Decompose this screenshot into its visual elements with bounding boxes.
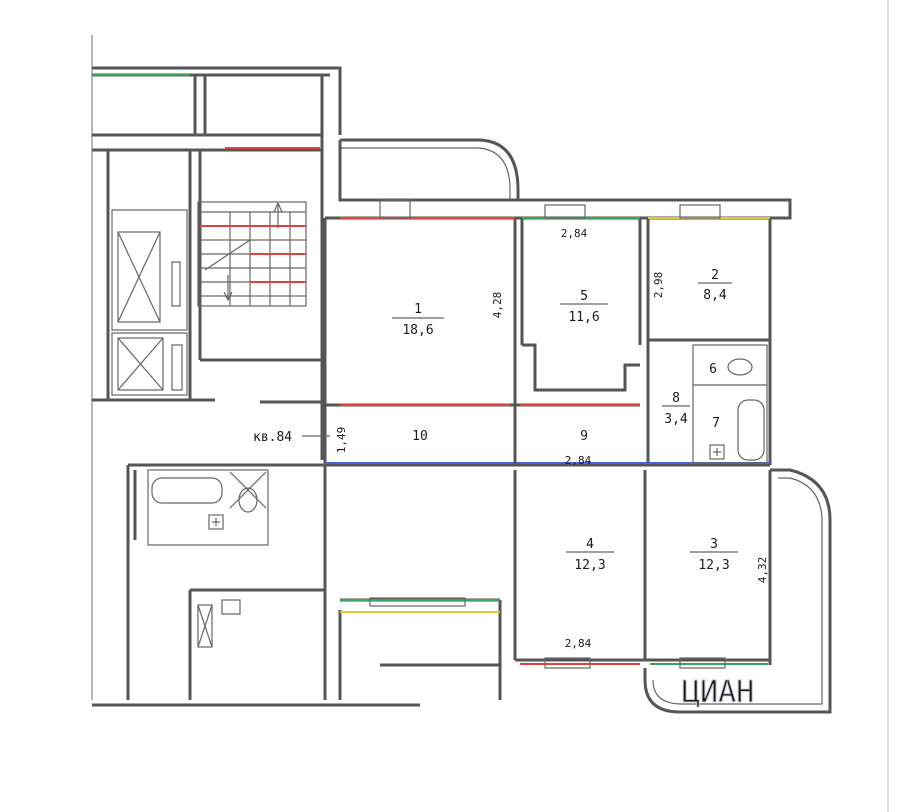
window (679, 204, 721, 219)
dimension-corridor-height: 1,49 (335, 427, 348, 454)
room-3-label: 3 12,3 (690, 537, 738, 573)
dimension-room2-length: 2,98 (652, 272, 665, 299)
room-4-area: 12,3 (574, 558, 605, 573)
room-3-number: 3 (710, 537, 718, 552)
room-5-label: 5 11,6 (560, 289, 608, 325)
staircase (197, 201, 307, 307)
room-1-number: 1 (414, 302, 422, 317)
room-7-number: 7 (712, 416, 720, 431)
dimension-room5-width: 2,84 (561, 227, 588, 240)
window (679, 657, 726, 669)
room-4-number: 4 (586, 537, 594, 552)
elevator-shaft-1 (111, 209, 188, 331)
window (369, 597, 466, 607)
dimension-room4-width: 2,84 (565, 637, 592, 650)
stair-elevator-block (92, 66, 342, 460)
room-1-label: 1 18,6 (392, 302, 444, 338)
elevator-shaft-2 (111, 332, 188, 396)
room-5-area: 11,6 (568, 310, 599, 325)
room-2-number: 2 (711, 268, 719, 283)
room-8-label: 8 3,4 (662, 391, 690, 427)
room-3-area: 12,3 (698, 558, 729, 573)
apartment-label: кв.84 (253, 430, 292, 445)
room-5-number: 5 (580, 289, 588, 304)
room-8-area: 3,4 (664, 412, 688, 427)
toilet-icon (727, 358, 753, 376)
dimension-room3-length: 4,32 (756, 557, 769, 584)
watermark: ЦИАН (682, 675, 754, 710)
room-6-number: 6 (709, 362, 717, 377)
room-2-area: 8,4 (703, 288, 727, 303)
room-10-number: 10 (412, 429, 428, 444)
room-4-label: 4 12,3 (566, 537, 614, 573)
room-8-number: 8 (672, 391, 680, 406)
balcony-top (340, 138, 520, 200)
bathroom-block (692, 344, 768, 464)
dimension-room1-length: 4,28 (491, 292, 504, 319)
room-9-number: 9 (580, 429, 588, 444)
bathtub-icon (737, 399, 765, 461)
toilet-icon-2 (238, 487, 258, 513)
balcony-bottom (643, 468, 832, 714)
room-2-label: 2 8,4 (698, 268, 732, 303)
lower-bathroom (147, 469, 269, 546)
dimension-corridor-9: 2,84 (565, 454, 592, 467)
room-1-area: 18,6 (402, 323, 433, 338)
sink-icon-2 (208, 514, 224, 530)
bathtub-icon-2 (151, 477, 223, 504)
window (544, 657, 591, 669)
sink-icon (709, 444, 725, 460)
window (379, 199, 411, 219)
window (544, 204, 586, 219)
